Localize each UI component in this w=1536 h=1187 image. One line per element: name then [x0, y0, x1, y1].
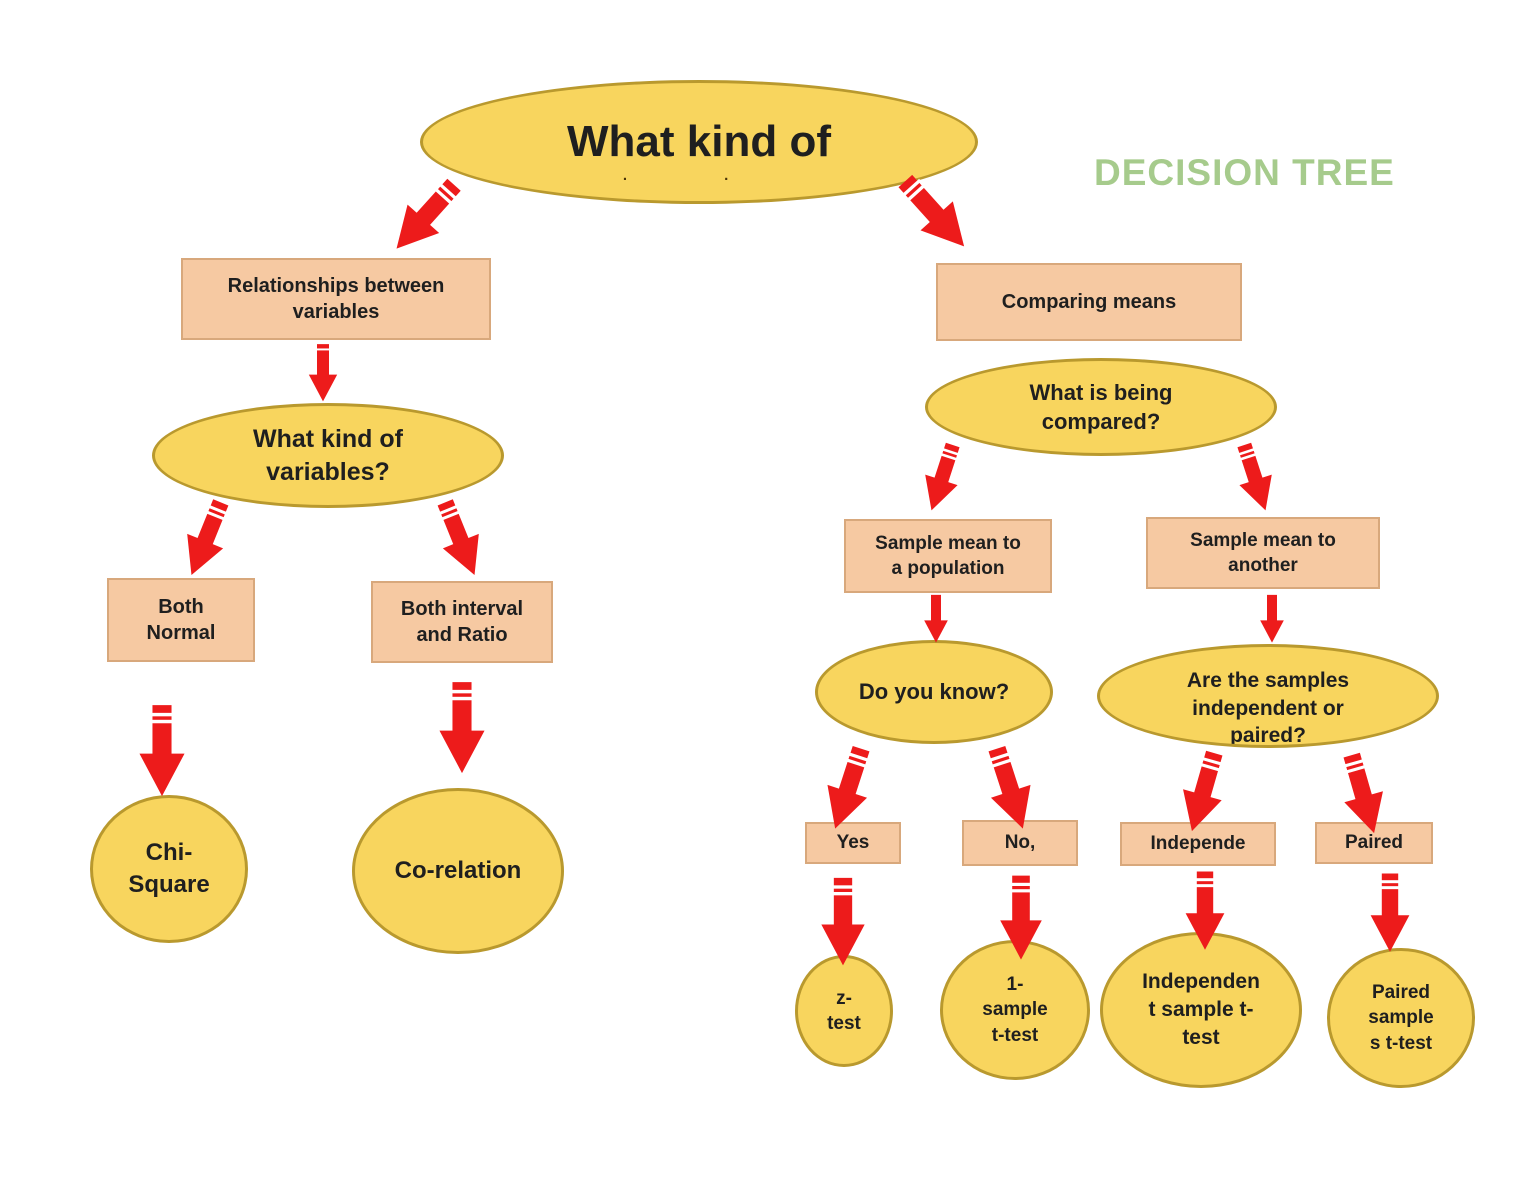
- node-do-you-know-label: Do you know?: [858, 679, 1010, 705]
- node-what-is-being-compared-label: What is being compared?: [1029, 379, 1173, 434]
- node-chi-square: Chi- Square: [90, 795, 248, 943]
- node-sample-mean-to-another: Sample mean to another: [1146, 517, 1380, 589]
- node-yes: Yes: [805, 822, 901, 864]
- arrow-variables-to-both-normal: [173, 495, 239, 583]
- node-root-label: What kind of: [567, 116, 831, 166]
- node-what-is-being-compared: What is being compared?: [925, 358, 1277, 456]
- node-one-sample-t-test-label: 1- sample t-test: [982, 974, 1048, 1046]
- arrow-another-to-samples-independent: [1260, 594, 1284, 643]
- node-are-samples-independent: Are the samples independent or paired?: [1097, 644, 1439, 748]
- node-co-relation: Co-relation: [352, 788, 564, 954]
- node-one-sample-t-test: 1- sample t-test: [940, 940, 1090, 1080]
- node-what-kind-of-variables: What kind of variables?: [152, 403, 504, 508]
- arrow-compared-to-sample-mean-another: [1228, 439, 1282, 516]
- clipped-text-remnant: · ·: [622, 171, 776, 188]
- node-comparing-means-label: Comparing means: [1001, 290, 1177, 313]
- arrow-compared-to-sample-mean-population: [915, 439, 969, 516]
- node-independent-t-test-label: Independen t sample t- test: [1142, 970, 1260, 1049]
- node-both-normal-label: Both Normal: [146, 595, 216, 644]
- node-z-test-label: z- test: [827, 987, 861, 1034]
- node-relationships-between-variables: Relationships between variables: [181, 258, 491, 340]
- node-both-normal: Both Normal: [107, 578, 255, 662]
- node-sample-mean-to-population: Sample mean to a population: [844, 519, 1052, 593]
- page-title: DECISION TREE: [1094, 152, 1395, 193]
- node-comparing-means: Comparing means: [936, 263, 1242, 341]
- node-independe: Independe: [1120, 822, 1276, 866]
- node-no-label: No,: [1004, 832, 1036, 854]
- node-sample-mean-population-label: Sample mean to a population: [875, 532, 1021, 579]
- node-what-kind-of-variables-label: What kind of variables?: [253, 424, 403, 486]
- node-z-test: z- test: [795, 955, 893, 1067]
- arrow-relationships-to-variables: [308, 344, 338, 402]
- arrow-variables-to-both-interval: [427, 495, 493, 583]
- node-sample-mean-another-label: Sample mean to another: [1190, 529, 1336, 576]
- arrow-yes-to-z-test: [821, 877, 865, 966]
- node-are-samples-independent-label: Are the samples independent or paired?: [1186, 669, 1350, 748]
- node-do-you-know: Do you know?: [815, 640, 1053, 744]
- arrow-both-interval-to-co-relation: [439, 682, 485, 774]
- arrow-both-normal-to-chi-square: [139, 705, 185, 797]
- arrow-no-to-one-sample-t-test: [1000, 875, 1042, 960]
- node-paired-label: Paired: [1344, 832, 1404, 854]
- arrow-population-to-do-you-know: [924, 594, 948, 643]
- node-root-question: What kind of · ·: [420, 80, 978, 204]
- node-independent-sample-t-test: Independen t sample t- test: [1100, 932, 1302, 1088]
- node-both-interval-and-ratio: Both interval and Ratio: [371, 581, 553, 663]
- node-both-interval-label: Both interval and Ratio: [400, 597, 524, 646]
- node-yes-label: Yes: [836, 832, 870, 854]
- node-co-relation-label: Co-relation: [394, 857, 522, 885]
- node-independe-label: Independe: [1150, 833, 1246, 855]
- node-no: No,: [962, 820, 1078, 866]
- node-relationships-label: Relationships between variables: [227, 274, 445, 323]
- arrow-independe-to-independent-t-test: [1185, 871, 1225, 950]
- node-chi-square-label: Chi- Square: [128, 839, 210, 898]
- arrow-paired-to-paired-t-test: [1370, 873, 1410, 952]
- node-paired-t-test-label: Paired sample s t-test: [1368, 982, 1434, 1054]
- node-paired-samples-t-test: Paired sample s t-test: [1327, 948, 1475, 1088]
